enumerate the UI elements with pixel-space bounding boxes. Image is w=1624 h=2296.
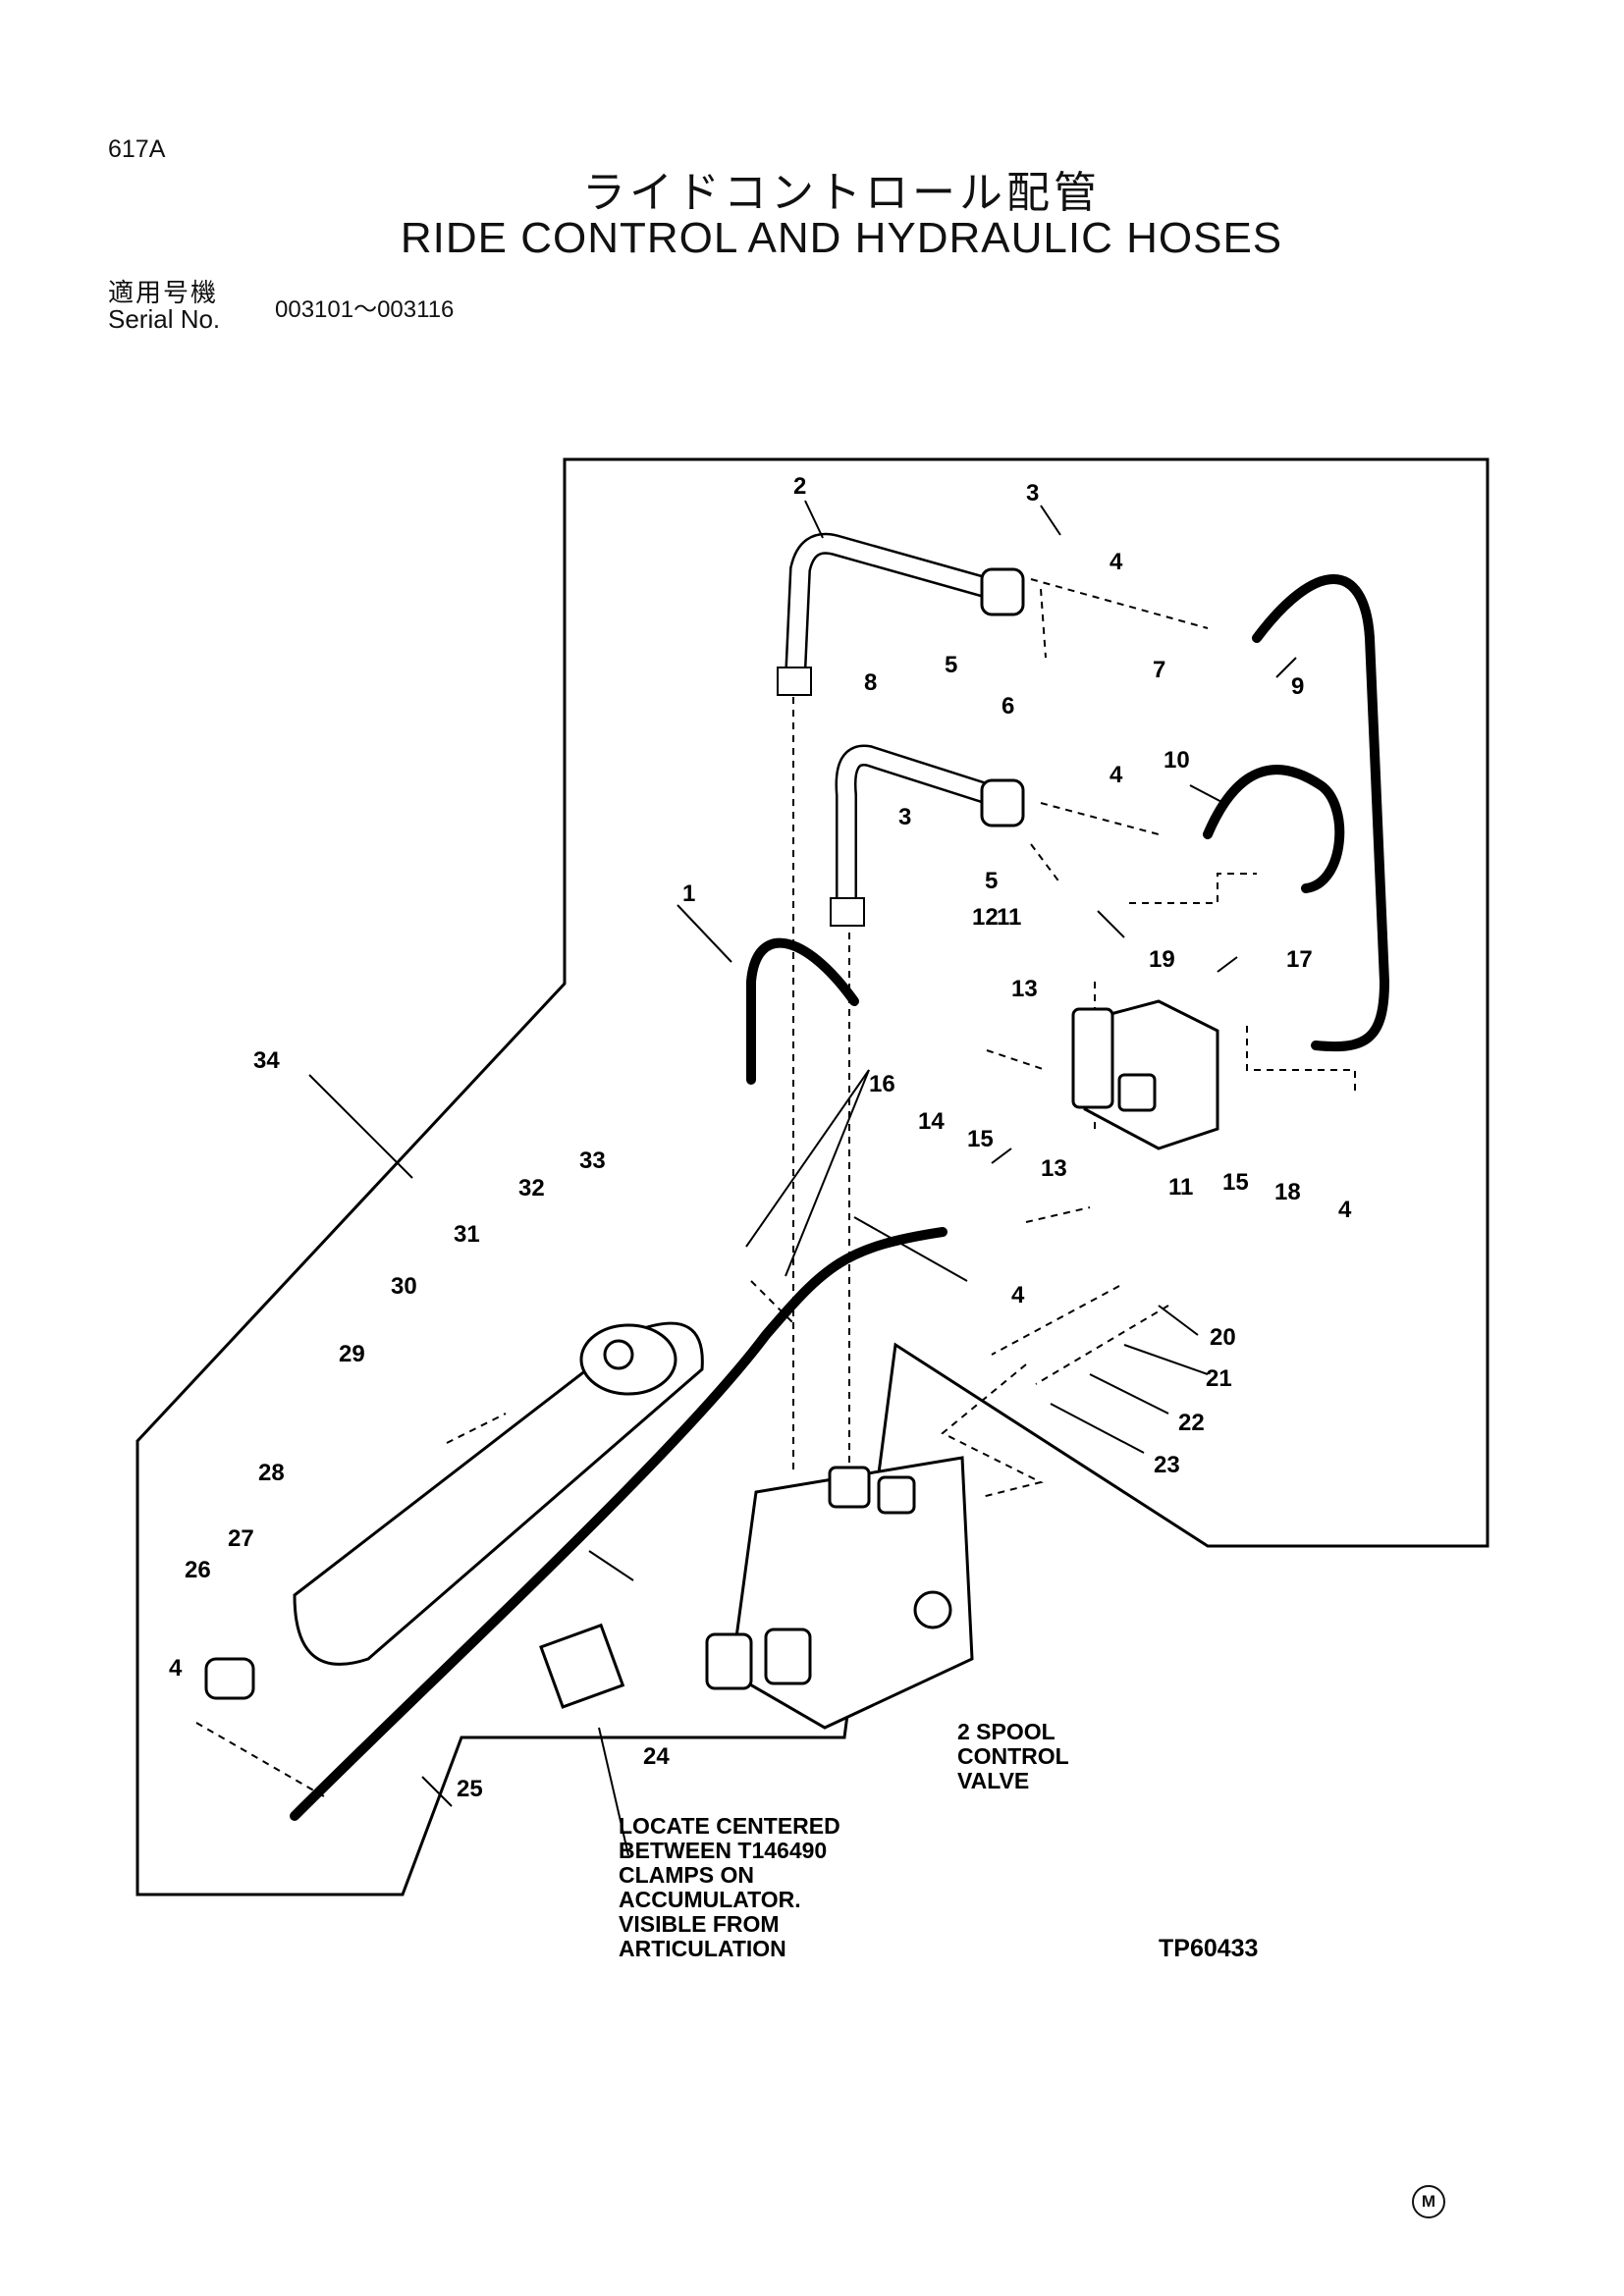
valve-label-line: 2 SPOOL (957, 1719, 1056, 1744)
callout-19: 19 (1149, 946, 1175, 973)
accumulator (204, 1321, 704, 1700)
callout-15-left: 15 (967, 1126, 994, 1152)
control-block (1071, 999, 1219, 1150)
callout-26: 26 (185, 1557, 211, 1583)
callout-4-d: 4 (1011, 1282, 1025, 1308)
title-english: RIDE CONTROL AND HYDRAULIC HOSES (400, 214, 1283, 262)
callout-20: 20 (1210, 1324, 1236, 1351)
page-code: 617A (108, 135, 166, 163)
callout-3-upper: 3 (1026, 480, 1039, 507)
callout-18: 18 (1274, 1179, 1301, 1205)
control-valve (705, 1456, 974, 1730)
callout-11-upper: 11 (997, 904, 1021, 931)
callout-30: 30 (391, 1273, 417, 1300)
callout-13-upper: 13 (1011, 976, 1038, 1002)
diagram-boundary (135, 457, 1489, 1896)
callout-32: 32 (518, 1175, 545, 1201)
callout-5-lower: 5 (985, 868, 998, 894)
dashed-connectors (195, 578, 1356, 1797)
decal-note-line: CLAMPS ON (619, 1862, 754, 1888)
serial-label-japanese: 適用号機 (108, 279, 219, 308)
callout-16: 16 (869, 1071, 895, 1097)
callout-24: 24 (643, 1743, 670, 1770)
callout-22: 22 (1178, 1410, 1205, 1436)
callout-17: 17 (1286, 946, 1313, 973)
decal-note: LOCATE CENTERED BETWEEN T146490 CLAMPS O… (619, 1813, 840, 1961)
tube-upper (777, 532, 1025, 696)
callout-14: 14 (918, 1108, 945, 1135)
callout-33: 33 (579, 1148, 606, 1174)
callout-6: 6 (1001, 693, 1014, 720)
serial-range: 003101～003116 (275, 296, 455, 323)
tube-lower (830, 744, 1025, 927)
decal (539, 1623, 625, 1709)
callout-7: 7 (1153, 657, 1165, 683)
callout-34: 34 (253, 1047, 280, 1074)
drawing-reference-code: TP60433 (1159, 1935, 1258, 1962)
callout-21: 21 (1206, 1365, 1232, 1392)
callout-4-b: 4 (1110, 762, 1123, 788)
valve-label-line: CONTROL (957, 1743, 1069, 1769)
title-japanese: ライドコントロール配管 (582, 168, 1101, 218)
callout-11-lower: 11 (1168, 1174, 1193, 1201)
callout-8: 8 (864, 669, 877, 696)
callout-23: 23 (1154, 1452, 1180, 1478)
callout-13-lower: 13 (1041, 1155, 1067, 1182)
callout-1: 1 (682, 881, 695, 907)
callout-4-a: 4 (1110, 549, 1123, 575)
decal-note-line: BETWEEN T146490 (619, 1838, 827, 1863)
callout-12: 12 (972, 904, 999, 931)
decal-note-line: LOCATE CENTERED (619, 1813, 840, 1839)
callout-25: 25 (457, 1776, 483, 1802)
leader-lines (308, 500, 1297, 1856)
valve-label-line: VALVE (957, 1768, 1029, 1793)
decal-note-line: ACCUMULATOR. (619, 1887, 801, 1912)
callout-28: 28 (258, 1460, 285, 1486)
serial-label-english: Serial No. (108, 304, 221, 334)
decal-note-line: VISIBLE FROM (619, 1911, 780, 1937)
hoses (290, 574, 1390, 1821)
callout-31: 31 (454, 1221, 480, 1248)
callout-5-upper: 5 (945, 652, 957, 678)
m-mark-icon: M (1412, 2185, 1445, 2218)
callout-9: 9 (1291, 673, 1304, 700)
callout-4-e: 4 (169, 1655, 183, 1682)
decal-note-line: ARTICULATION (619, 1936, 786, 1961)
callout-4-c: 4 (1338, 1197, 1352, 1223)
callout-10: 10 (1164, 747, 1190, 774)
callout-29: 29 (339, 1341, 365, 1367)
callout-15-right: 15 (1222, 1169, 1249, 1196)
callout-27: 27 (228, 1525, 254, 1552)
callout-2: 2 (793, 473, 806, 500)
callout-3-lower: 3 (898, 804, 911, 830)
valve-label: 2 SPOOL CONTROL VALVE (957, 1719, 1069, 1793)
